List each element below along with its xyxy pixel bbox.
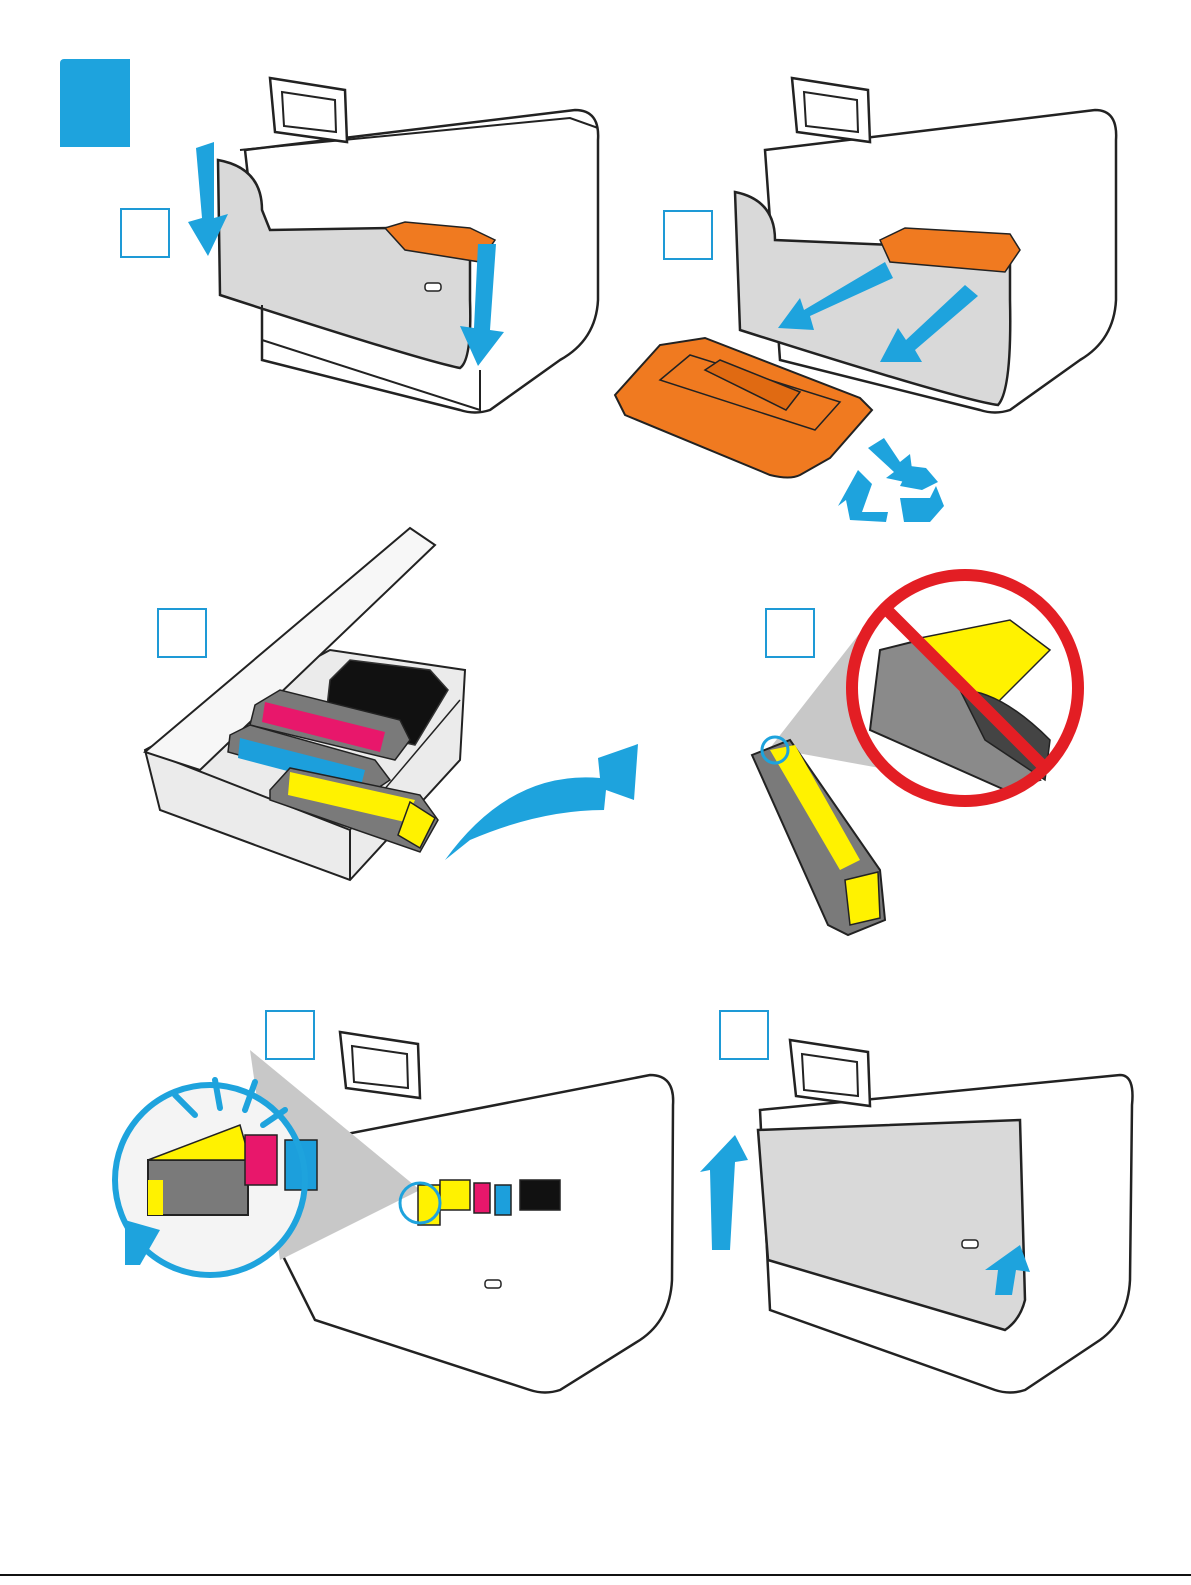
footer-rule	[0, 1574, 1191, 1576]
